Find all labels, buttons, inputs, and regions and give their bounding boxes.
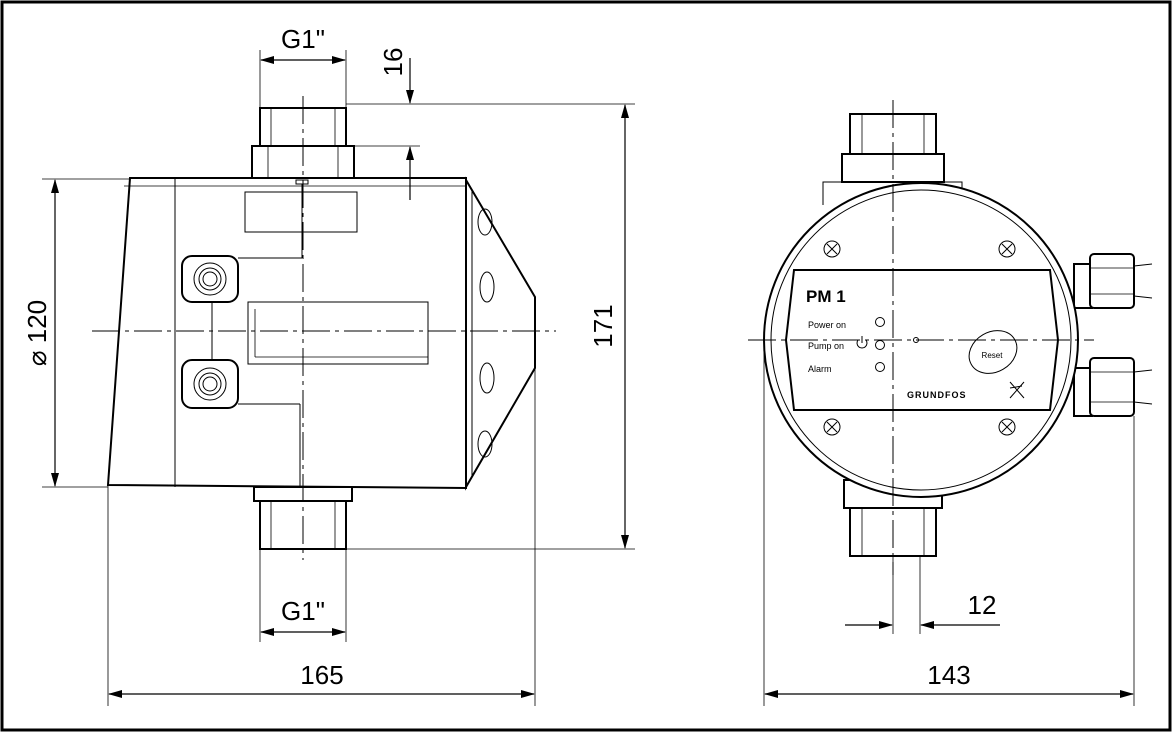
screw-icon bbox=[998, 418, 1016, 436]
front-view: PM 1 Power on Pump on Alarm Reset GRUNDF… bbox=[748, 100, 1153, 575]
screw-icon bbox=[823, 240, 841, 258]
screw-icon bbox=[998, 240, 1016, 258]
front-lower-cable-gland bbox=[1073, 357, 1153, 417]
panel-alarm-label: Alarm bbox=[808, 364, 832, 374]
side-cone-hole bbox=[479, 271, 495, 303]
power-symbol-icon bbox=[856, 336, 868, 349]
side-dimensions: G1" 16 ⌀ 120 171 G1" 165 bbox=[22, 24, 635, 706]
side-mid-window bbox=[247, 301, 429, 365]
width-front-label: 143 bbox=[927, 660, 970, 690]
side-top-window bbox=[244, 191, 358, 233]
offset-top-label: 16 bbox=[378, 48, 408, 77]
offset-outlet-label: 12 bbox=[968, 590, 997, 620]
brand-logo-text: GRUNDFOS bbox=[907, 390, 967, 400]
grundfos-logo-icon bbox=[1009, 381, 1025, 399]
panel-model: PM 1 bbox=[806, 287, 846, 306]
side-cone-hole bbox=[479, 362, 495, 394]
diameter-label: ⌀ 120 bbox=[22, 300, 52, 366]
thread-top-label: G1" bbox=[281, 24, 325, 54]
power-on-indicator bbox=[875, 317, 885, 327]
side-cone-hole bbox=[477, 208, 493, 236]
front-upper-cable-gland bbox=[1073, 253, 1153, 309]
reset-label: Reset bbox=[982, 351, 1004, 360]
panel-power-on-label: Power on bbox=[808, 320, 846, 330]
side-lower-gland bbox=[181, 359, 239, 409]
width-side-label: 165 bbox=[300, 660, 343, 690]
height-label: 171 bbox=[588, 304, 618, 347]
side-cone-hole bbox=[477, 430, 493, 458]
side-body bbox=[106, 177, 467, 490]
screw-icon bbox=[823, 418, 841, 436]
panel-pump-on-label: Pump on bbox=[808, 341, 844, 351]
alarm-indicator bbox=[875, 362, 885, 372]
side-upper-gland bbox=[181, 255, 239, 303]
front-dimensions: 12 143 bbox=[763, 340, 1135, 706]
side-view bbox=[92, 96, 556, 560]
thread-bottom-label: G1" bbox=[281, 596, 325, 626]
